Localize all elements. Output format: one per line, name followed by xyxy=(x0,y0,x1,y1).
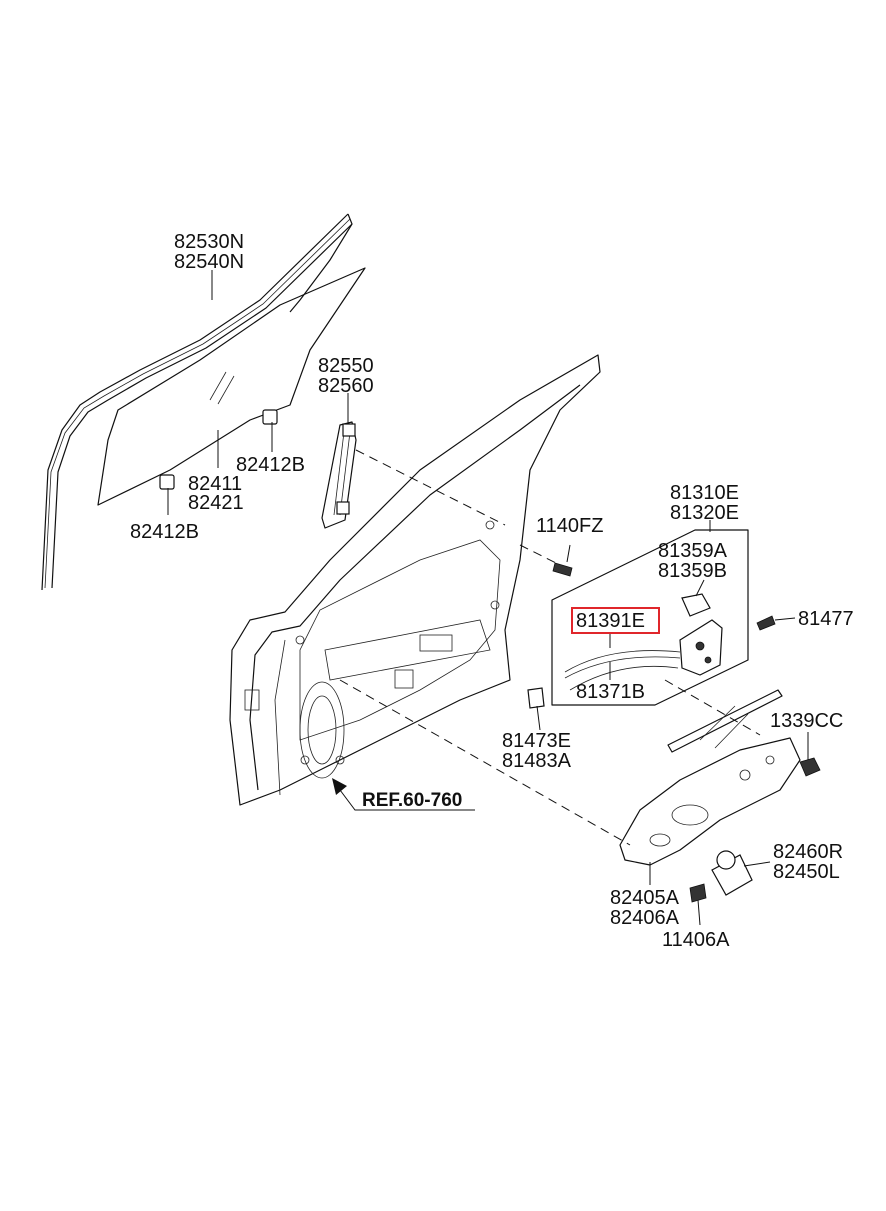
label-regulator-1: 82405A xyxy=(610,887,680,909)
glass-run-part xyxy=(41,213,353,591)
label-latch-cover-1: 81359A xyxy=(658,540,728,562)
label-clip-1: 81473E xyxy=(502,730,571,752)
label-motor-1: 82460R xyxy=(773,841,843,863)
label-glass-2: 82421 xyxy=(188,492,244,514)
window-regulator-part xyxy=(619,689,821,896)
glass-channel-part xyxy=(321,421,357,529)
fasteners xyxy=(527,562,776,903)
label-cable: 81371B xyxy=(576,681,645,703)
label-glass-clip-lower: 82412B xyxy=(130,521,199,543)
door-glass-part xyxy=(97,267,366,506)
label-bolt-11406a: 11406A xyxy=(662,929,730,951)
label-bolt-81477: 81477 xyxy=(798,608,854,630)
door-frame-part xyxy=(229,354,601,806)
label-channel-2: 82560 xyxy=(318,375,374,397)
label-nut-1339cc: 1339CC xyxy=(770,710,843,732)
label-latch-cover-2: 81359B xyxy=(658,560,727,582)
label-motor-2: 82450L xyxy=(773,861,840,883)
highlight-box xyxy=(571,607,660,634)
label-reference: REF.60-760 xyxy=(362,790,462,811)
leader-lines xyxy=(167,270,809,926)
label-glass-run-1: 82530N xyxy=(174,231,244,253)
label-bolt-1140fz: 1140FZ xyxy=(536,515,603,537)
latch-assembly-box xyxy=(551,529,749,706)
label-regulator-2: 82406A xyxy=(610,907,680,929)
label-cable-highlighted[interactable]: 81391E xyxy=(576,610,645,632)
label-latch-assy-2: 81320E xyxy=(670,502,739,524)
label-glass-clip-upper: 82412B xyxy=(236,454,305,476)
label-channel-1: 82550 xyxy=(318,355,374,377)
label-glass-run-2: 82540N xyxy=(174,251,244,273)
label-latch-assy-1: 81310E xyxy=(670,482,739,504)
guide-lines xyxy=(339,449,761,846)
label-clip-2: 81483A xyxy=(502,750,572,772)
label-glass-1: 82411 xyxy=(188,473,242,495)
part-labels: 82530N 82540N 82550 82560 82412B 82411 8… xyxy=(130,231,854,951)
